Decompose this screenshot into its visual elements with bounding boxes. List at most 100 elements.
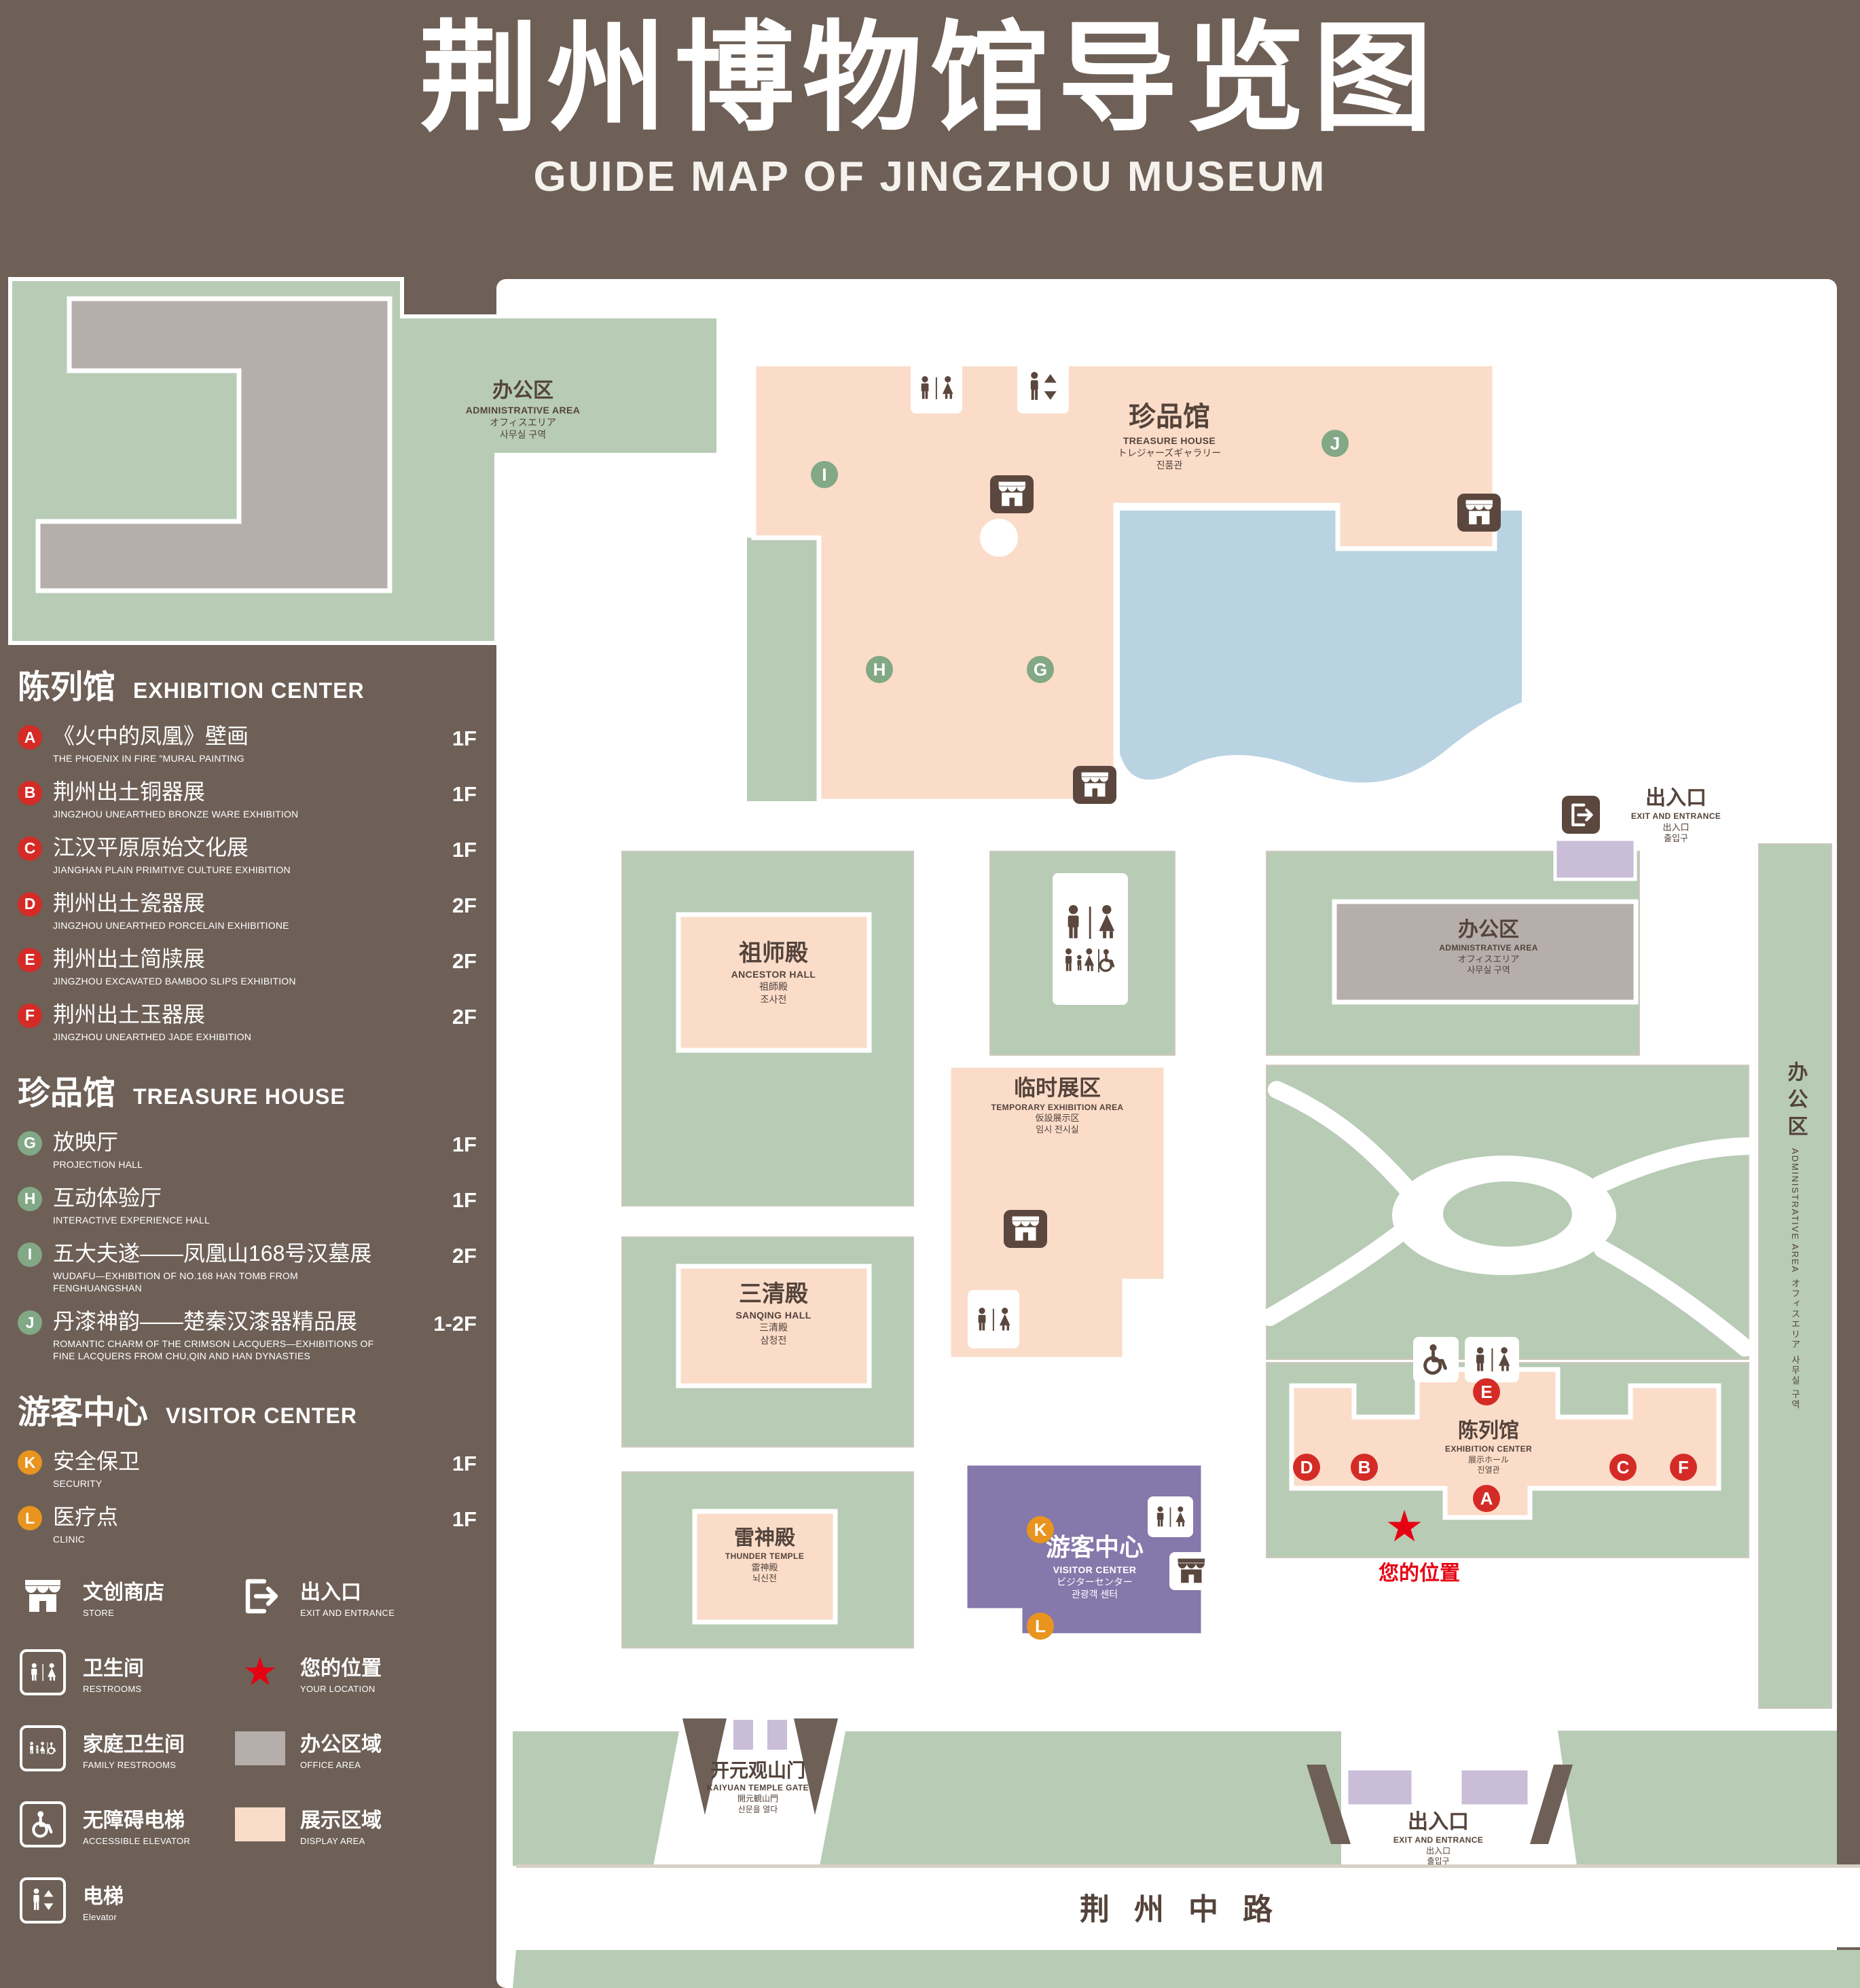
floor-d: 2F xyxy=(452,893,477,917)
legend-header-zh: 陈列馆 xyxy=(18,669,116,705)
lawn-road-south xyxy=(513,1950,1860,1988)
legend-item-h: H 互动体验厅 INTERACTIVE EXPERIENCE HALL 1F xyxy=(18,1185,477,1226)
badge-j: J xyxy=(18,1310,42,1336)
map-marker-g: G xyxy=(1027,656,1054,683)
map-marker-j: J xyxy=(1321,430,1349,457)
map-marker-f: F xyxy=(1670,1454,1697,1481)
your-location-star-icon: ★ xyxy=(1385,1502,1424,1551)
map-marker-d: D xyxy=(1293,1454,1320,1481)
header: 荆州博物馆导览图 GUIDE MAP OF JINGZHOU MUSEUM xyxy=(0,16,1860,201)
label-exit-east: 出入口 EXIT AND ENTRANCE 出入口 출입구 xyxy=(1630,787,1721,844)
legend-header: 珍品馆 TREASURE HOUSE xyxy=(18,1066,477,1113)
legend-symbol-family-restrooms: 家庭卫生间 FAMILY RESTROOMS xyxy=(18,1725,235,1772)
label-road: 荆州中路 xyxy=(1080,1893,1297,1926)
restrooms-family-icon xyxy=(1053,873,1128,1005)
legend-header: 陈列馆 EXHIBITION CENTER xyxy=(18,660,477,707)
gate-post-right xyxy=(765,1717,790,1752)
restrooms-icon xyxy=(1148,1496,1193,1537)
legend-item-l: L 医疗点 CLINIC 1F xyxy=(18,1505,477,1545)
restrooms-icon xyxy=(1465,1337,1519,1382)
map-ground xyxy=(496,279,1837,1988)
legend-item-b: B 荆州出土铜器展 JINGZHOU UNEARTHED BRONZE WARE… xyxy=(18,779,477,820)
legend-item-c: C 江汉平原原始文化展 JIANGHAN PLAIN PRIMITIVE CUL… xyxy=(18,835,477,876)
legend-symbol-store: 文创商店 STORE xyxy=(18,1572,235,1620)
floor-h: 1F xyxy=(452,1188,477,1212)
badge-l: L xyxy=(18,1506,42,1531)
exit-wall-left xyxy=(1307,1765,1351,1844)
legend-header: 游客中心 VISITOR CENTER xyxy=(18,1385,477,1433)
accessible-elevator-icon xyxy=(18,1801,68,1848)
legend-item-e: E 荆州出土简牍展 JINGZHOU EXCAVATED BAMBOO SLIP… xyxy=(18,946,477,987)
legend-symbol-restrooms: 卫生间 RESTROOMS xyxy=(18,1649,235,1696)
label-exhibition-center: 陈列馆 EXHIBITION CENTER 展示ホール 진열관 xyxy=(1444,1420,1533,1475)
floor-l: 1F xyxy=(452,1507,477,1532)
label-treasure-house: 珍品馆 TREASURE HOUSE トレジャーズギャラリー 진품관 xyxy=(1117,402,1222,471)
label-gate: 开元观山门 KAIYUAN TEMPLE GATE 開元観山門 산문을 열다 xyxy=(706,1760,809,1814)
legend-symbol-display-area: 展示区域 DISPLAY AREA xyxy=(235,1801,486,1848)
badge-b: B xyxy=(18,780,42,805)
floor-f: 2F xyxy=(452,1004,477,1029)
restrooms-icon xyxy=(911,362,962,413)
road-edge xyxy=(516,1864,1860,1868)
badge-i: I xyxy=(18,1242,42,1267)
entrance-block-south-1 xyxy=(1345,1767,1415,1808)
treasure-plaza xyxy=(980,519,1018,557)
map-marker-k: K xyxy=(1027,1516,1054,1543)
label-sanqing-hall: 三清殿 SANQING HALL 三清殿 삼청전 xyxy=(735,1281,812,1346)
legend-header-en: VISITOR CENTER xyxy=(166,1403,357,1429)
label-visitor-center: 游客中心 VISITOR CENTER ビジターセンター 관광객 센터 xyxy=(1045,1533,1144,1600)
floor-i: 2F xyxy=(452,1243,477,1268)
badge-d: D xyxy=(18,891,42,917)
pond xyxy=(1116,507,1526,787)
store-icon xyxy=(1004,1210,1047,1248)
legend-symbol-accessible-elevator: 无障碍电梯 ACCESSIBLE ELEVATOR xyxy=(18,1801,235,1848)
legend-item-g: G 放映厅 PROJECTION HALL 1F xyxy=(18,1130,477,1171)
badge-a: A xyxy=(18,725,42,750)
legend-item-k: K 安全保卫 SECURITY 1F xyxy=(18,1449,477,1490)
garden-island xyxy=(1443,1181,1572,1247)
label-exit-south: 出入口 EXIT AND ENTRANCE 出入口 출입구 xyxy=(1393,1811,1484,1866)
gate-post-left xyxy=(731,1717,756,1752)
your-location-label: 您的位置 xyxy=(1379,1562,1460,1585)
floor-c: 1F xyxy=(452,837,477,862)
map-marker-e: E xyxy=(1473,1378,1500,1405)
legend-symbol-office-area: 办公区域 OFFICE AREA xyxy=(235,1725,486,1772)
legend-header-en: EXHIBITION CENTER xyxy=(133,678,365,703)
elevator-icon xyxy=(18,1877,68,1924)
lawn-south-a xyxy=(513,1731,679,1866)
label-temporary-area: 临时展区 TEMPORARY EXHIBITION AREA 仮設展示区 임시 … xyxy=(991,1075,1124,1135)
legend-item-d: D 荆州出土瓷器展 JINGZHOU UNEARTHED PORCELAIN E… xyxy=(18,891,477,932)
restrooms-icon xyxy=(968,1290,1019,1348)
map-marker-i: I xyxy=(811,461,838,488)
badge-f: F xyxy=(18,1003,42,1028)
lawn-south-b xyxy=(820,1731,1341,1866)
legend-header-zh: 游客中心 xyxy=(18,1395,149,1431)
page-title: 荆州博物馆导览图 xyxy=(419,12,1441,145)
floor-j: 1-2F xyxy=(433,1312,477,1336)
legend-section-exhibition-center: 陈列馆 EXHIBITION CENTER A 《火中的凤凰》壁画 THE PH… xyxy=(18,660,477,1043)
legend-panel: 陈列馆 EXHIBITION CENTER A 《火中的凤凰》壁画 THE PH… xyxy=(18,660,477,1568)
legend-symbol-your-location: ★ 您的位置 YOUR LOCATION xyxy=(235,1649,486,1696)
label-thunder-temple: 雷神殿 THUNDER TEMPLE 雷神殿 뇌신전 xyxy=(725,1527,805,1584)
label-admin-top-left: 办公区 ADMINISTRATIVE AREA オフィスエリア 사무실 구역 xyxy=(465,380,581,441)
legend-header-zh: 珍品馆 xyxy=(18,1075,116,1111)
building-admin-top-left xyxy=(35,296,393,593)
badge-e: E xyxy=(18,947,42,972)
store-icon xyxy=(1457,494,1501,532)
lawn-ancestor xyxy=(621,851,914,1207)
label-admin-middle: 办公区 ADMINISTRATIVE AREA オフィスエリア 사무실 구역 xyxy=(1439,919,1538,976)
map-marker-a: A xyxy=(1473,1485,1500,1512)
lawn-garden xyxy=(1266,1065,1749,1360)
floor-b: 1F xyxy=(452,781,477,806)
family-restrooms-icon xyxy=(18,1725,68,1772)
exit-icon xyxy=(1562,796,1600,834)
lawn-top-left xyxy=(8,277,721,645)
restrooms-icon xyxy=(18,1649,68,1696)
legend-item-i: I 五大夫遂——凤凰山168号汉墓展 WUDAFU—EXHIBITION OF … xyxy=(18,1241,477,1294)
garden-paths xyxy=(1261,1081,1755,1357)
store-icon xyxy=(18,1572,68,1620)
page-subtitle: GUIDE MAP OF JINGZHOU MUSEUM xyxy=(533,153,1327,200)
badge-k: K xyxy=(18,1450,42,1475)
floor-e: 2F xyxy=(452,949,477,973)
